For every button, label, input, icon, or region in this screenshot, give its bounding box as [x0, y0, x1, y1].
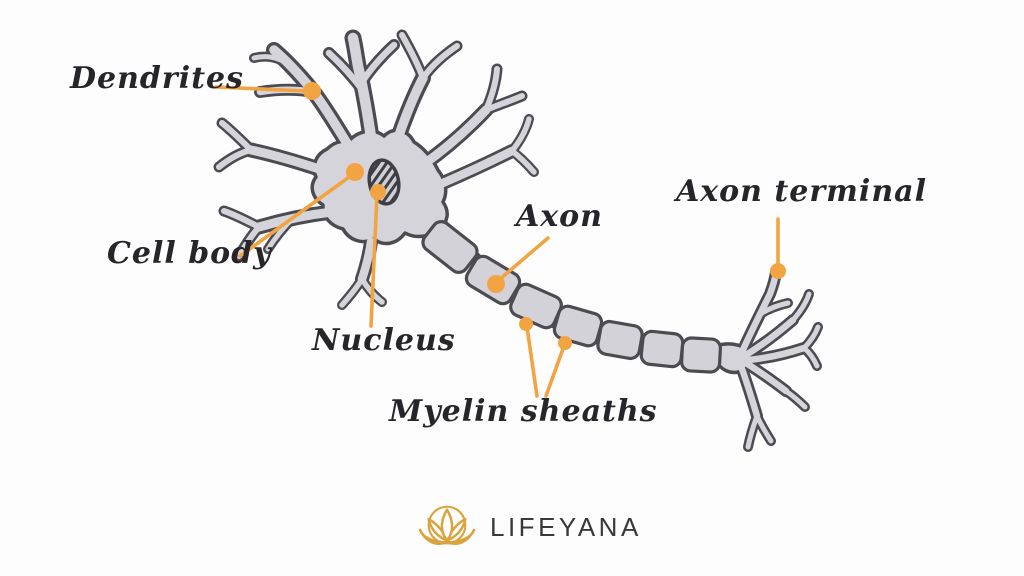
- leader-dot-axon-terminal: [770, 263, 786, 279]
- myelin-segment: [639, 329, 685, 369]
- leader-dot-nucleus: [370, 184, 386, 200]
- leader-line-axon: [497, 236, 550, 282]
- leader-dot-myelin-2: [558, 336, 572, 350]
- leader-dot-dendrites: [303, 82, 321, 100]
- leader-line-nucleus: [369, 193, 379, 328]
- brand-name: LIFEYANA: [490, 511, 642, 542]
- leader-line-dendrites: [214, 85, 308, 93]
- myelin-segment: [421, 220, 479, 274]
- myelin-segment: [596, 319, 644, 361]
- lotus-icon: [418, 505, 476, 545]
- label-axon-terminal: Axon terminal: [676, 174, 927, 209]
- leader-line-myelin-1: [525, 325, 539, 398]
- leader-line-cell-body: [238, 173, 354, 258]
- annotation-leaders: [214, 82, 786, 398]
- label-myelin-sheaths: Myelin sheaths: [389, 394, 658, 429]
- leader-dot-myelin-1: [519, 317, 533, 331]
- brand-logo: LIFEYANA: [418, 500, 642, 554]
- label-dendrites: Dendrites: [70, 61, 244, 96]
- myelin-segment: [680, 336, 722, 374]
- leader-line-myelin-2: [544, 344, 566, 398]
- leader-dot-axon: [487, 275, 505, 293]
- label-axon: Axon: [516, 199, 603, 234]
- leader-dot-cell-body: [346, 163, 364, 181]
- label-nucleus: Nucleus: [312, 323, 456, 358]
- myelin-sheath-segments: [421, 220, 722, 374]
- label-cell-body: Cell body: [107, 236, 272, 271]
